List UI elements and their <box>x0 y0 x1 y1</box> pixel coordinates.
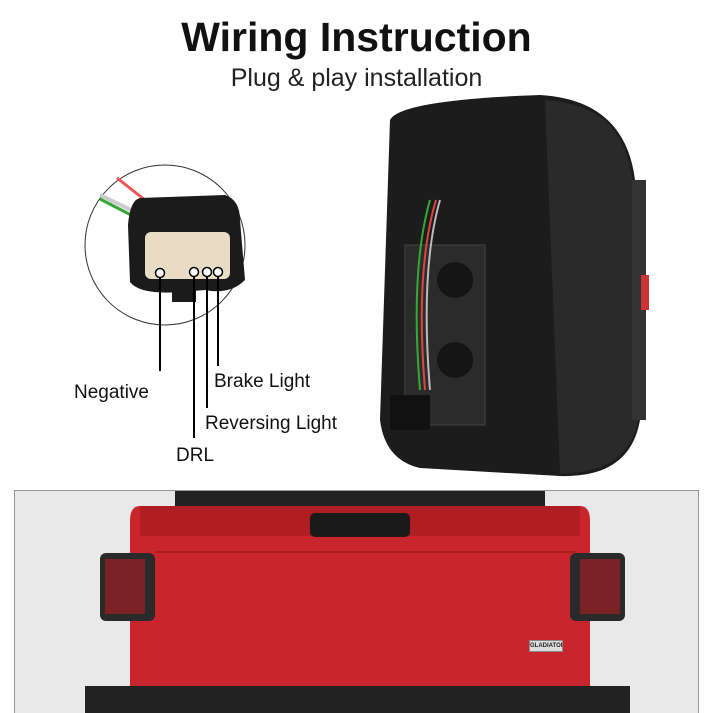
wiring-diagram <box>84 95 649 477</box>
pin-label-drl: DRL <box>176 445 215 466</box>
pin-leader-lines <box>159 277 219 438</box>
pin-label-brake-light: Brake Light <box>214 371 311 392</box>
tail-light-back-image <box>380 95 649 477</box>
page-subtitle: Plug & play installation <box>230 64 483 92</box>
page-title: Wiring Instruction <box>181 14 532 60</box>
truck-rear-photo: GLADIATOR <box>14 490 699 713</box>
model-badge: GLADIATOR <box>529 640 563 652</box>
pin-label-reversing-light: Reversing Light <box>205 413 338 434</box>
wires <box>99 176 146 219</box>
pin-label-negative: Negative <box>74 382 149 403</box>
truck-image <box>15 491 698 713</box>
connector-icon <box>128 195 245 302</box>
zoom-circle <box>84 164 246 326</box>
